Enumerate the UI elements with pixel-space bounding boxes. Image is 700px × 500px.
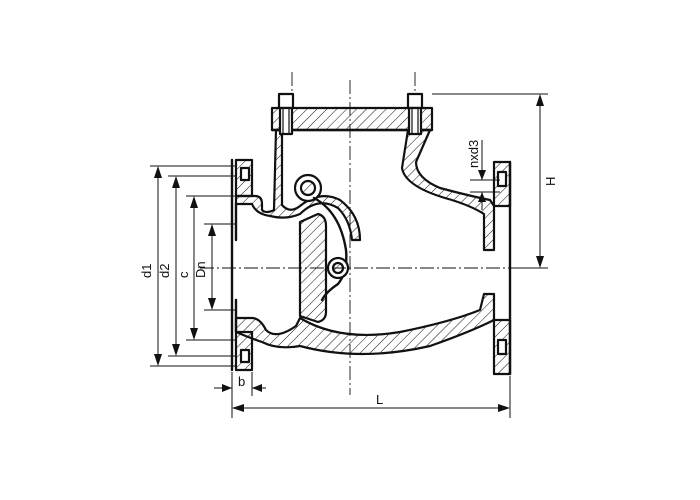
body-upper-shell bbox=[234, 128, 362, 242]
dim-l: L bbox=[231, 376, 511, 418]
dim-d2: d2 bbox=[157, 175, 236, 357]
dim-dn: Dn bbox=[193, 223, 236, 311]
right-flange bbox=[492, 160, 512, 376]
valve-body bbox=[234, 128, 496, 356]
dim-c: c bbox=[176, 195, 236, 341]
label-dn: Dn bbox=[193, 261, 208, 278]
label-b: b bbox=[238, 374, 245, 389]
dim-h: H bbox=[432, 93, 558, 269]
left-flange bbox=[230, 158, 254, 372]
bonnet-cover bbox=[270, 92, 434, 136]
center-lines bbox=[200, 72, 540, 395]
dim-d1: d1 bbox=[139, 165, 236, 367]
dim-b: b bbox=[214, 372, 266, 396]
label-c: c bbox=[176, 271, 191, 278]
body-lower-shell bbox=[234, 292, 496, 356]
label-d2: d2 bbox=[157, 264, 172, 278]
label-nxd3: nxd3 bbox=[466, 140, 481, 168]
label-h: H bbox=[543, 177, 558, 186]
dim-nxd3: nxd3 bbox=[466, 140, 500, 210]
label-d1: d1 bbox=[139, 264, 154, 278]
body-right-neck bbox=[400, 128, 496, 252]
label-l: L bbox=[376, 392, 383, 407]
